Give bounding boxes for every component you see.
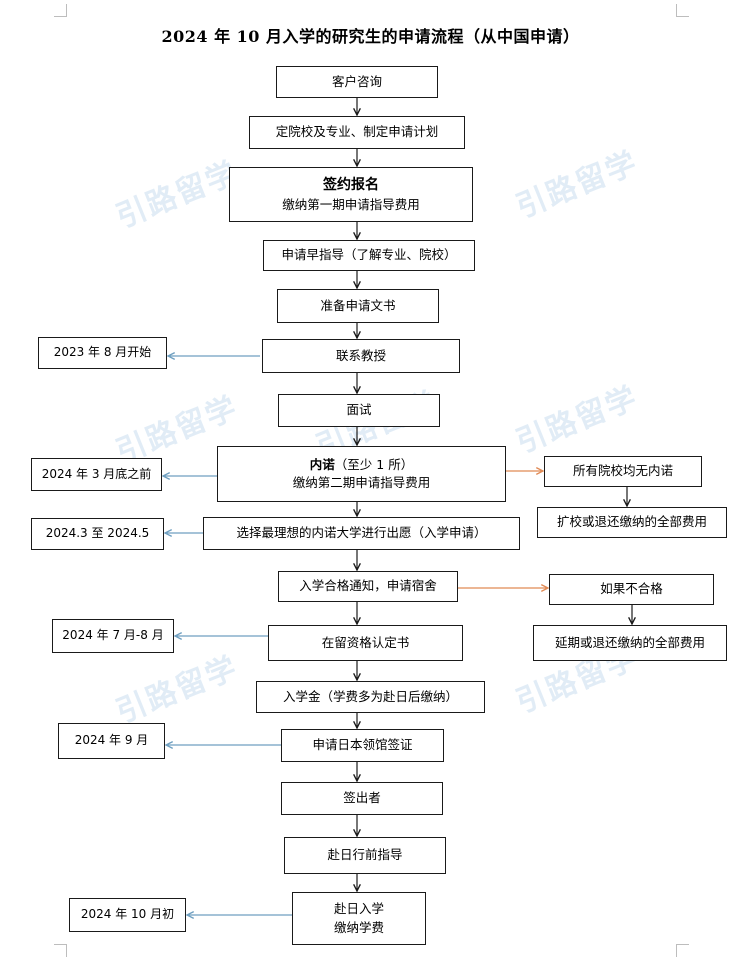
- step-label: 客户咨询: [331, 73, 382, 89]
- step-label: 入学金（学费多为赴日后缴纳）: [282, 688, 458, 704]
- date-contact: 2023 年 8 月开始: [38, 337, 167, 369]
- step-issued: 签出者: [281, 782, 443, 815]
- step-sign: 签约报名 缴纳第一期申请指导费用: [229, 167, 473, 222]
- step-label: 选择最理想的内诺大学进行出愿（入学申请）: [236, 525, 487, 541]
- step-coe: 在留资格认定书: [268, 625, 463, 661]
- step-label-note: （至少 1 所）: [334, 456, 414, 472]
- step-documents: 准备申请文书: [277, 289, 439, 323]
- step-contact-professor: 联系教授: [262, 339, 460, 373]
- step-consult: 客户咨询: [276, 66, 438, 98]
- step-informal-offer: 内诺（至少 1 所） 缴纳第二期申请指导费用: [217, 446, 506, 502]
- step-sublabel: 缴纳第一期申请指导费用: [282, 196, 420, 212]
- step-label: 签出者: [343, 790, 381, 806]
- step-label-row: 内诺（至少 1 所）: [310, 456, 413, 474]
- date-offer: 2024 年 3 月底之前: [31, 458, 162, 491]
- date-arrive: 2024 年 10 月初: [69, 898, 186, 932]
- branch-fail: 如果不合格: [549, 574, 714, 605]
- step-label-bold: 内诺: [309, 456, 335, 472]
- date-apply: 2024.3 至 2024.5: [31, 518, 164, 550]
- crop-mark-top-left: [54, 4, 67, 17]
- step-arrive-enroll: 赴日入学 缴纳学费: [292, 892, 426, 945]
- watermark: 引路留学: [111, 650, 244, 731]
- branch-no-offer: 所有院校均无内诺: [544, 456, 702, 487]
- branch-label: 延期或退还缴纳的全部费用: [554, 634, 705, 650]
- step-early-guide: 申请早指导（了解专业、院校）: [263, 240, 475, 271]
- step-sublabel: 缴纳学费: [333, 919, 384, 935]
- step-label: 联系教授: [335, 347, 386, 363]
- step-sublabel: 缴纳第二期申请指导费用: [292, 475, 431, 490]
- step-label: 赴日入学: [333, 901, 384, 917]
- crop-mark-bottom-left: [54, 944, 67, 957]
- step-plan: 定院校及专业、制定申请计划: [249, 116, 465, 149]
- branch-no-offer-result: 扩校或退还缴纳的全部费用: [537, 507, 727, 538]
- crop-mark-top-right: [676, 4, 689, 17]
- date-coe: 2024 年 7 月-8 月: [52, 619, 174, 653]
- date-label: 2024.3 至 2024.5: [45, 526, 150, 541]
- date-label: 2023 年 8 月开始: [53, 345, 152, 360]
- page-title: 2024 年 10 月入学的研究生的申请流程（从中国申请）: [161, 27, 580, 46]
- watermark: 引路留学: [511, 380, 644, 461]
- branch-label: 如果不合格: [600, 581, 663, 597]
- branch-label: 所有院校均无内诺: [572, 463, 673, 479]
- watermark: 引路留学: [111, 155, 244, 236]
- step-label: 赴日行前指导: [327, 847, 403, 863]
- step-label: 定院校及专业、制定申请计划: [275, 124, 439, 140]
- step-label: 申请早指导（了解专业、院校）: [281, 247, 457, 263]
- step-label: 入学合格通知，申请宿舍: [299, 578, 437, 594]
- step-pre-departure: 赴日行前指导: [284, 837, 446, 874]
- branch-label: 扩校或退还缴纳的全部费用: [556, 514, 707, 530]
- branch-fail-result: 延期或退还缴纳的全部费用: [533, 625, 727, 661]
- date-label: 2024 年 9 月: [74, 733, 149, 748]
- date-label: 2024 年 10 月初: [80, 907, 175, 922]
- crop-mark-bottom-right: [676, 944, 689, 957]
- date-label: 2024 年 7 月-8 月: [62, 628, 164, 643]
- step-interview: 面试: [278, 394, 440, 427]
- step-label-bold: 签约报名: [323, 177, 379, 194]
- date-visa: 2024 年 9 月: [58, 723, 165, 759]
- step-label: 面试: [346, 402, 372, 418]
- watermark: 引路留学: [511, 145, 644, 226]
- step-choose-university: 选择最理想的内诺大学进行出愿（入学申请）: [203, 517, 520, 550]
- step-label: 申请日本领馆签证: [312, 737, 413, 753]
- step-label: 准备申请文书: [320, 297, 396, 313]
- step-label: 在留资格认定书: [321, 634, 410, 650]
- step-enrollment-fee: 入学金（学费多为赴日后缴纳）: [256, 681, 485, 713]
- step-admission-notice: 入学合格通知，申请宿舍: [278, 571, 458, 602]
- date-label: 2024 年 3 月底之前: [41, 466, 152, 481]
- step-visa: 申请日本领馆签证: [281, 729, 444, 762]
